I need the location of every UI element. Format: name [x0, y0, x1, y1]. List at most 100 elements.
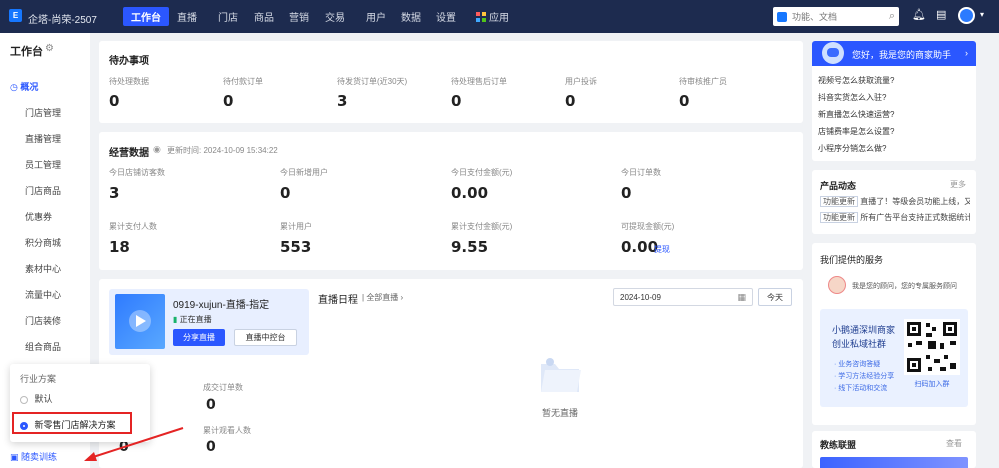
todo-label: 待处理售后订单: [451, 77, 507, 86]
live-name[interactable]: 0919-xujun-直播-指定: [173, 300, 270, 311]
search-icon[interactable]: ⌕: [888, 10, 895, 22]
sidebar-item-combo-goods[interactable]: 组合商品: [25, 342, 62, 352]
nav-data[interactable]: 数据: [401, 13, 421, 24]
sidebar-item-overview-label: 概况: [20, 82, 39, 92]
sidebar-settings-icon[interactable]: ⚙: [45, 43, 54, 54]
sidebar-item-training[interactable]: ▣ 随卖训练: [10, 450, 57, 463]
alliance-title: 教练联盟: [820, 440, 857, 450]
stat-value: 0: [206, 397, 216, 413]
faq-link[interactable]: 店铺费率是怎么设置?: [818, 127, 895, 136]
user-avatar[interactable]: [958, 7, 975, 24]
search-input[interactable]: [792, 11, 882, 22]
nav-settings[interactable]: 设置: [436, 13, 456, 24]
alliance-view-link[interactable]: 查看: [946, 439, 962, 448]
window-icon[interactable]: ▤: [936, 9, 947, 21]
nav-store[interactable]: 门店: [218, 13, 238, 24]
news-tag: 功能更新: [820, 212, 858, 223]
todo-label: 用户投诉: [565, 77, 597, 86]
nav-marketing[interactable]: 营销: [289, 13, 309, 24]
avatar-dropdown-icon[interactable]: ▾: [980, 10, 985, 19]
calendar-icon: ▦: [737, 292, 746, 302]
nav-live[interactable]: 直播: [177, 13, 197, 24]
community-banner[interactable]: 小鹅通深圳商家 创业私域社群 · 业务咨询答疑 · 学习方法经验分享 · 线下活…: [820, 309, 968, 407]
ops-label: 累计用户: [280, 222, 312, 231]
app-logo-icon[interactable]: E: [9, 9, 22, 22]
nav-goods[interactable]: 商品: [254, 13, 274, 24]
todo-value[interactable]: 0: [565, 92, 576, 110]
alliance-banner[interactable]: [820, 457, 968, 468]
chevron-right-icon[interactable]: ›: [965, 48, 968, 58]
robot-icon: [822, 42, 844, 64]
nav-users[interactable]: 用户: [366, 13, 386, 24]
assistant-card: 您好，我是您的商家助手 ›: [812, 41, 976, 161]
sidebar-item-store-goods[interactable]: 门店商品: [25, 186, 62, 196]
todo-value[interactable]: 0: [679, 92, 690, 110]
news-item[interactable]: 功能更新 直播了！等级会员功能上线，又多...: [820, 196, 970, 207]
sidebar-item-decoration[interactable]: 门店装修: [25, 316, 62, 326]
play-icon: [129, 310, 151, 332]
sidebar-item-overview[interactable]: ◷ 概况: [10, 80, 38, 93]
date-value: 2024-10-09: [620, 293, 661, 302]
nav-workbench[interactable]: 工作台: [123, 7, 169, 26]
empty-text: 暂无直播: [541, 408, 578, 418]
training-icon: ▣: [10, 452, 19, 462]
search-box[interactable]: ⌕: [773, 7, 899, 26]
faq-link[interactable]: 抖音实货怎么入驻?: [818, 93, 887, 102]
option-default[interactable]: 默认: [20, 392, 53, 405]
todo-value[interactable]: 0: [223, 92, 234, 110]
radio-unchecked-icon: [20, 395, 28, 404]
sidebar-item-points-mall[interactable]: 积分商城: [25, 238, 62, 248]
news-tag: 功能更新: [820, 196, 858, 207]
live-status: ▮ 正在直播: [173, 314, 212, 325]
search-logo-icon: [777, 11, 787, 22]
faq-link[interactable]: 新直播怎么快速运营?: [818, 110, 895, 119]
update-time: 更新时间: 2024-10-09 15:34:22: [167, 146, 278, 155]
scan-hint: 扫码加入群: [914, 381, 950, 388]
sidebar-title: 工作台: [10, 46, 43, 58]
sidebar-item-training-label: 随卖训练: [21, 452, 58, 462]
todo-title: 待办事项: [109, 56, 149, 67]
ops-label: 今日支付金额(元): [451, 168, 513, 177]
sidebar-item-live-mgmt[interactable]: 直播管理: [25, 134, 62, 144]
stat-label: 累计观看人数: [203, 426, 251, 435]
todo-value[interactable]: 3: [337, 92, 348, 110]
stat-label: 成交订单数: [203, 383, 243, 392]
option-retail-solution[interactable]: 新零售门店解决方案: [20, 418, 116, 431]
alliance-card: 教练联盟 查看: [812, 431, 976, 468]
todo-value[interactable]: 0: [109, 92, 120, 110]
operations-card: 经营数据 ◉ 更新时间: 2024-10-09 15:34:22 今日店铺访客数…: [99, 132, 803, 270]
faq-link[interactable]: 视频号怎么获取流量?: [818, 76, 895, 85]
services-title: 我们提供的服务: [820, 255, 884, 265]
nav-apps[interactable]: 应用: [476, 0, 509, 33]
qr-code-icon: [904, 319, 960, 375]
todo-label: 待处理数据: [109, 77, 149, 86]
eye-icon[interactable]: ◉: [153, 144, 161, 154]
sidebar-item-store-mgmt[interactable]: 门店管理: [25, 108, 62, 118]
stat-value: 0: [206, 439, 216, 455]
news-more-link[interactable]: 更多: [950, 180, 966, 189]
option-default-label: 默认: [34, 394, 53, 404]
sidebar-item-staff-mgmt[interactable]: 员工管理: [25, 160, 62, 170]
ops-value: 0: [621, 184, 632, 202]
sidebar-item-materials[interactable]: 素材中心: [25, 264, 62, 274]
today-button[interactable]: 今天: [758, 288, 792, 306]
todo-value[interactable]: 0: [451, 92, 462, 110]
all-live-link[interactable]: | 全部直播 ›: [362, 292, 403, 303]
news-text: 直播了！等级会员功能上线，又多...: [860, 197, 970, 206]
withdraw-link[interactable]: 提现: [654, 245, 670, 254]
date-picker[interactable]: 2024-10-09 ▦: [613, 288, 753, 306]
annotation-arrow: [84, 427, 184, 461]
live-card: 0919-xujun-直播-指定 ▮ 正在直播 分享直播 直播中控台 数据 成交…: [99, 279, 803, 468]
brand-name[interactable]: 企塔-尚荣-2507: [28, 15, 97, 26]
nav-trade[interactable]: 交易: [325, 13, 345, 24]
news-item[interactable]: 功能更新 所有广告平台支持正式数据统计...: [820, 212, 970, 223]
faq-link[interactable]: 小程序分销怎么做?: [818, 144, 887, 153]
live-cover[interactable]: [115, 294, 165, 349]
sidebar-item-coupons[interactable]: 优惠券: [25, 212, 53, 222]
ops-label: 今日新增用户: [280, 168, 328, 177]
todo-card: 待办事项 待处理数据 0 待付款订单 0 待发货订单(近30天) 3 待处理售后…: [99, 41, 803, 123]
share-live-button[interactable]: 分享直播: [173, 329, 225, 346]
live-console-button[interactable]: 直播中控台: [234, 329, 297, 346]
notification-bell-icon[interactable]: 🔔︎: [912, 9, 926, 21]
sidebar-item-traffic[interactable]: 流量中心: [25, 290, 62, 300]
